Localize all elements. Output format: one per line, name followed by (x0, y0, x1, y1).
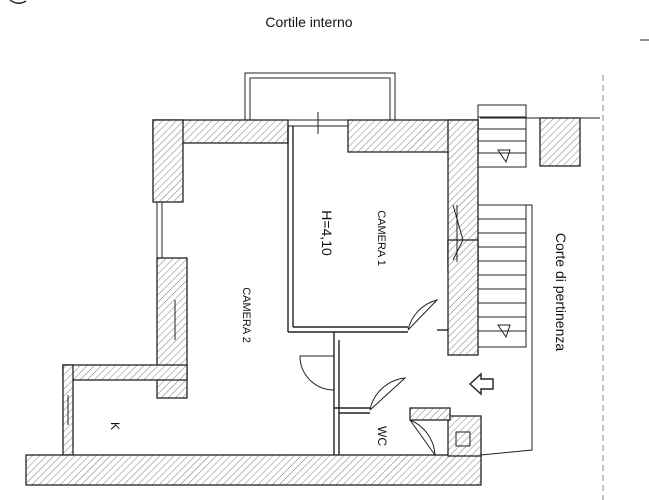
balcony (244, 72, 396, 120)
doors (299, 204, 471, 457)
partitions (287, 126, 448, 455)
room-2-label: CAMERA 2 (240, 287, 252, 343)
stairs-upper (477, 104, 527, 168)
courtyard-boundary (480, 75, 604, 500)
walls (25, 117, 581, 486)
left-windows (62, 202, 176, 425)
courtyard-internal-label: Cortile interno (265, 14, 352, 30)
wc-label: WC (375, 426, 389, 446)
kitchen-label: K (108, 422, 122, 430)
arrow-left-icon (468, 372, 494, 396)
room-1-label: CAMERA 1 (375, 210, 387, 266)
corner-mark (9, 0, 27, 4)
top-window (288, 112, 348, 134)
courtyard-appurtenant-label: Corte di pertinenza (553, 233, 569, 352)
height-label: H=4,10 (319, 210, 335, 256)
stairs-lower (477, 204, 527, 348)
